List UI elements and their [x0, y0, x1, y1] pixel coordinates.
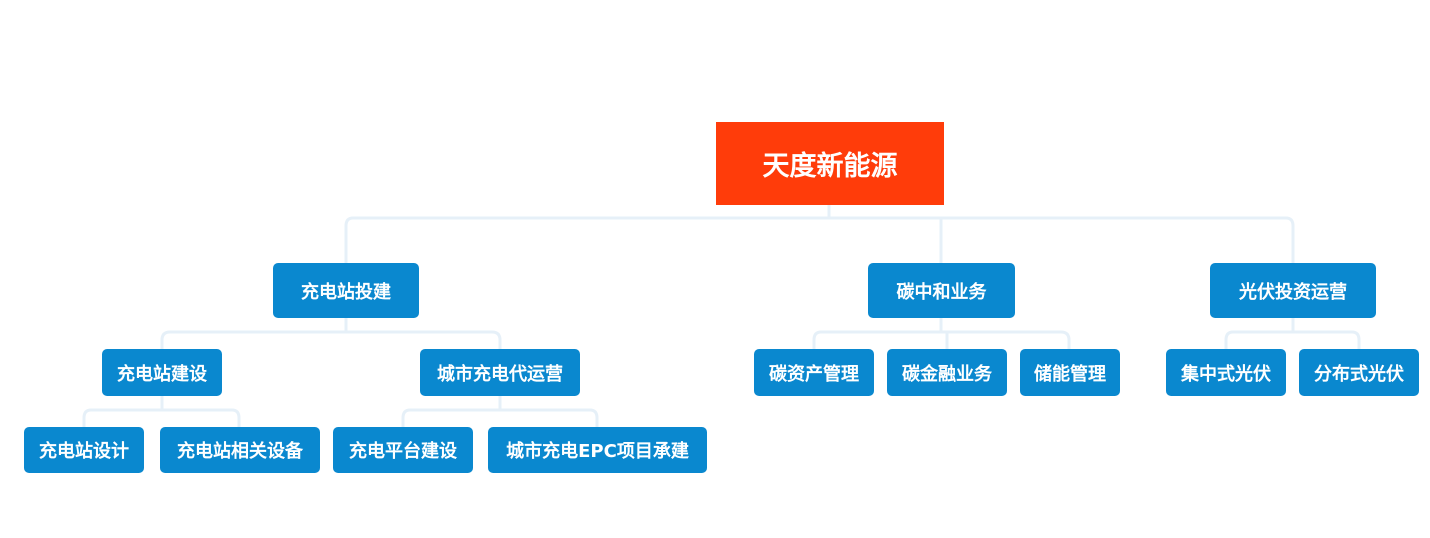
subnode-centralized-pv[interactable]: 集中式光伏 [1166, 349, 1286, 396]
leaf-city-charging-epc[interactable]: 城市充电EPC项目承建 [488, 427, 707, 473]
subnode-distributed-pv[interactable]: 分布式光伏 [1299, 349, 1419, 396]
subnode-energy-storage-management[interactable]: 储能管理 [1020, 349, 1120, 396]
branch-node-carbon-neutral-business[interactable]: 碳中和业务 [868, 263, 1015, 318]
leaf-charging-platform-construction[interactable]: 充电平台建设 [333, 427, 473, 473]
connector-branch3-children [1224, 316, 1361, 351]
subnode-city-charging-operation[interactable]: 城市充电代运营 [420, 349, 580, 396]
connector-sub2-children [401, 394, 599, 429]
connector-root-branches [344, 203, 1295, 265]
connector-branch1-children [160, 316, 502, 351]
subnode-carbon-finance[interactable]: 碳金融业务 [887, 349, 1007, 396]
branch-node-charging-station-investment[interactable]: 充电站投建 [273, 263, 419, 318]
connector-sub1-children [82, 394, 241, 429]
leaf-charging-station-equipment[interactable]: 充电站相关设备 [160, 427, 320, 473]
branch-node-pv-investment-operation[interactable]: 光伏投资运营 [1210, 263, 1376, 318]
leaf-charging-station-design[interactable]: 充电站设计 [24, 427, 144, 473]
root-node[interactable]: 天度新能源 [716, 122, 944, 205]
connector-branch2-children [812, 316, 1071, 351]
subnode-charging-station-construction[interactable]: 充电站建设 [102, 349, 222, 396]
subnode-carbon-asset-management[interactable]: 碳资产管理 [754, 349, 874, 396]
